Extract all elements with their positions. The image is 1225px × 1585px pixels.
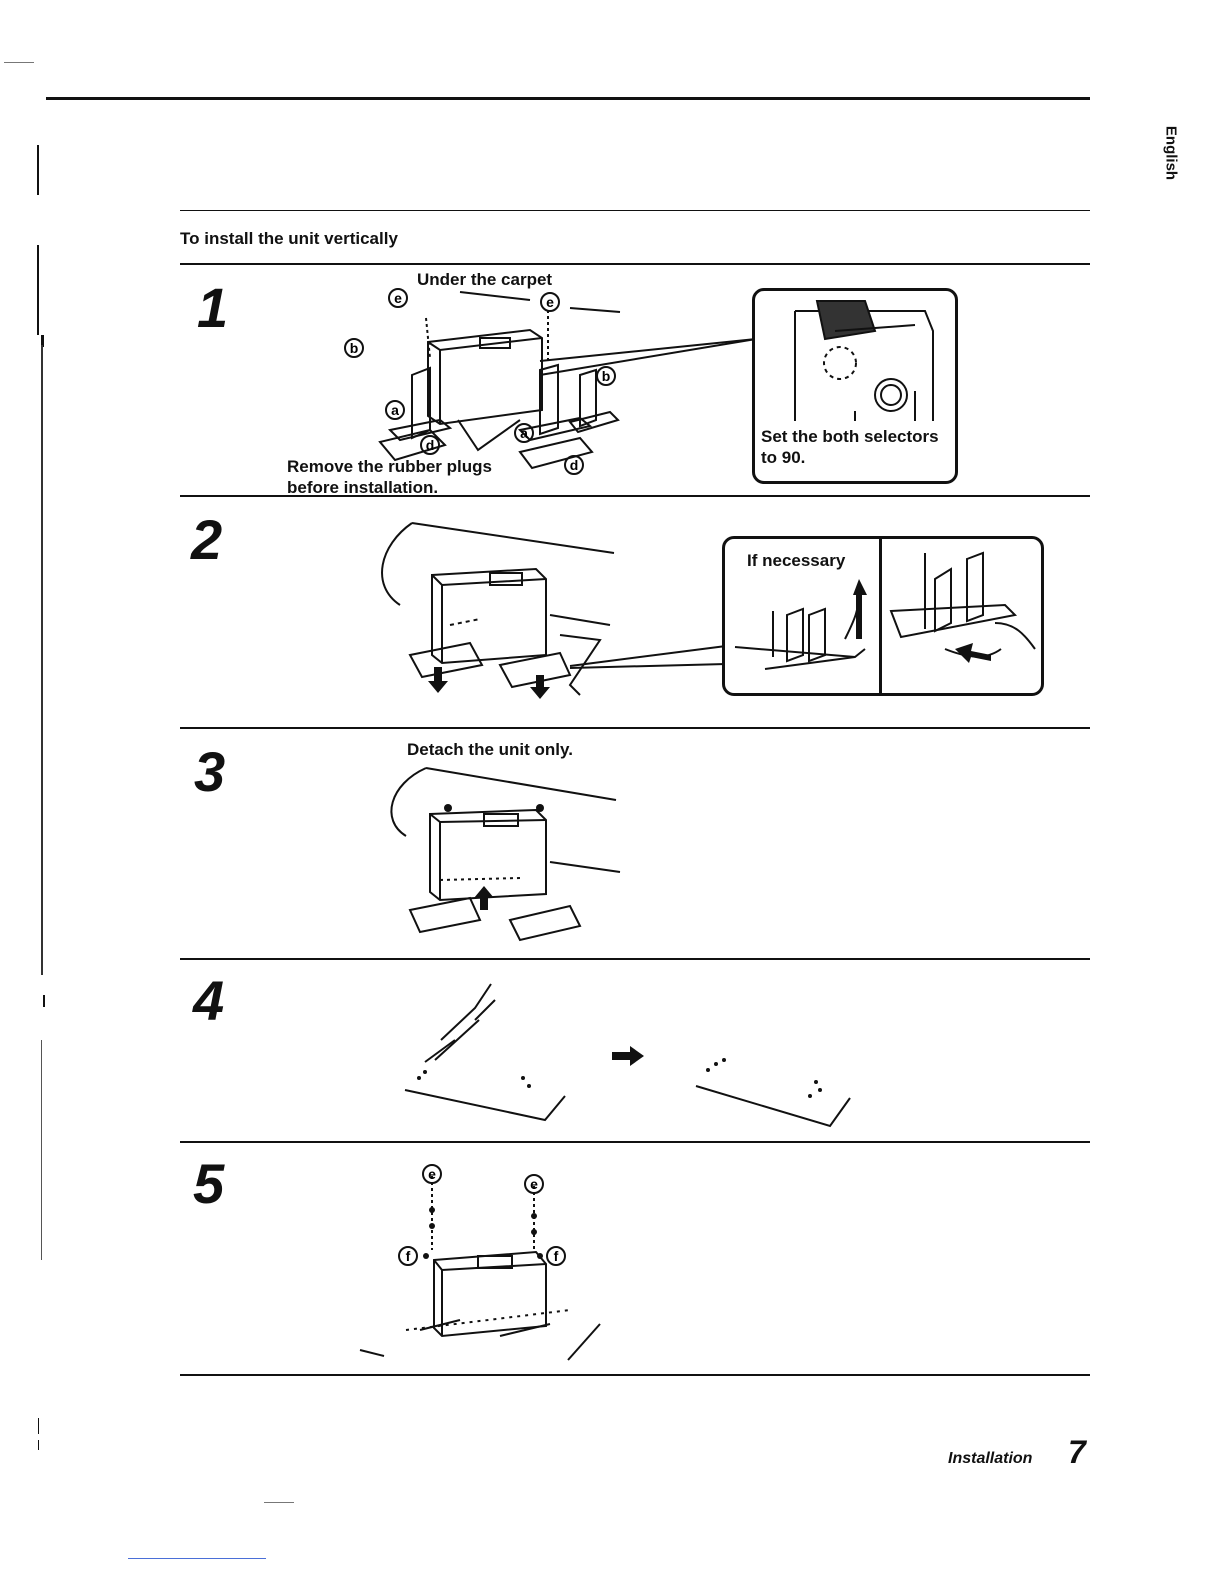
step-1-selector-callout: Set the both selectors to 90. [752,288,958,484]
section-top-rule [180,210,1090,211]
scan-artifact [128,1558,266,1559]
marker-e: e [546,294,554,310]
page-number: 7 [1068,1436,1086,1468]
marker-d: d [570,457,579,473]
marker-f: f [554,1248,559,1264]
margin-mark [43,995,45,1007]
marker-d: d [426,437,435,453]
callout-text-line1: Set the both selectors [761,427,939,447]
margin-mark [41,345,43,975]
step-3-illustration [380,760,640,960]
header-rule [46,97,1090,100]
step-1-callout-leader [540,335,760,385]
margin-mark [41,1040,42,1260]
step-3-number: 3 [194,744,225,800]
step-1-top-rule [180,263,1090,265]
section-title: To install the unit vertically [180,229,398,249]
step-4-number: 4 [193,973,224,1029]
marker-f: f [406,1248,411,1264]
margin-mark [38,1418,39,1434]
margin-mark [37,245,39,335]
language-tab-label: English [1163,126,1180,180]
step-5-illustration: e e f f [350,1160,630,1370]
margin-mark [37,145,39,195]
step-3-caption: Detach the unit only. [407,740,573,760]
step-4-top-rule [180,958,1090,960]
marker-e: e [428,1166,436,1182]
footer-section-label: Installation [948,1450,1032,1468]
step-5-top-rule [180,1141,1090,1143]
callout-text-line2: to 90. [761,448,805,468]
step-2-top-rule [180,495,1090,497]
bracket-flip-illustration [725,539,1041,693]
step-4-result-illustration [690,1030,860,1130]
right-arrow-icon [612,1046,646,1066]
scan-artifact [264,1502,294,1503]
step-2-if-necessary-callout: If necessary [722,536,1044,696]
margin-mark [38,1440,39,1450]
step-1-number: 1 [197,280,228,336]
step-2-callout-leader [570,640,730,670]
step-3-top-rule [180,727,1090,729]
step-4-tape-removal-illustration [395,980,575,1130]
marker-e: e [530,1176,538,1192]
bottom-rule [180,1374,1090,1376]
marker-a: a [520,425,528,441]
step-2-number: 2 [191,512,222,568]
step-5-number: 5 [193,1156,224,1212]
step-1-remove-plugs-line1: Remove the rubber plugs [287,457,492,477]
marker-b: b [350,340,359,356]
marker-a: a [391,402,399,418]
scan-artifact [4,62,34,63]
marker-e: e [394,290,402,306]
step-2-illustration [370,515,730,705]
language-tab: English [1158,118,1184,188]
